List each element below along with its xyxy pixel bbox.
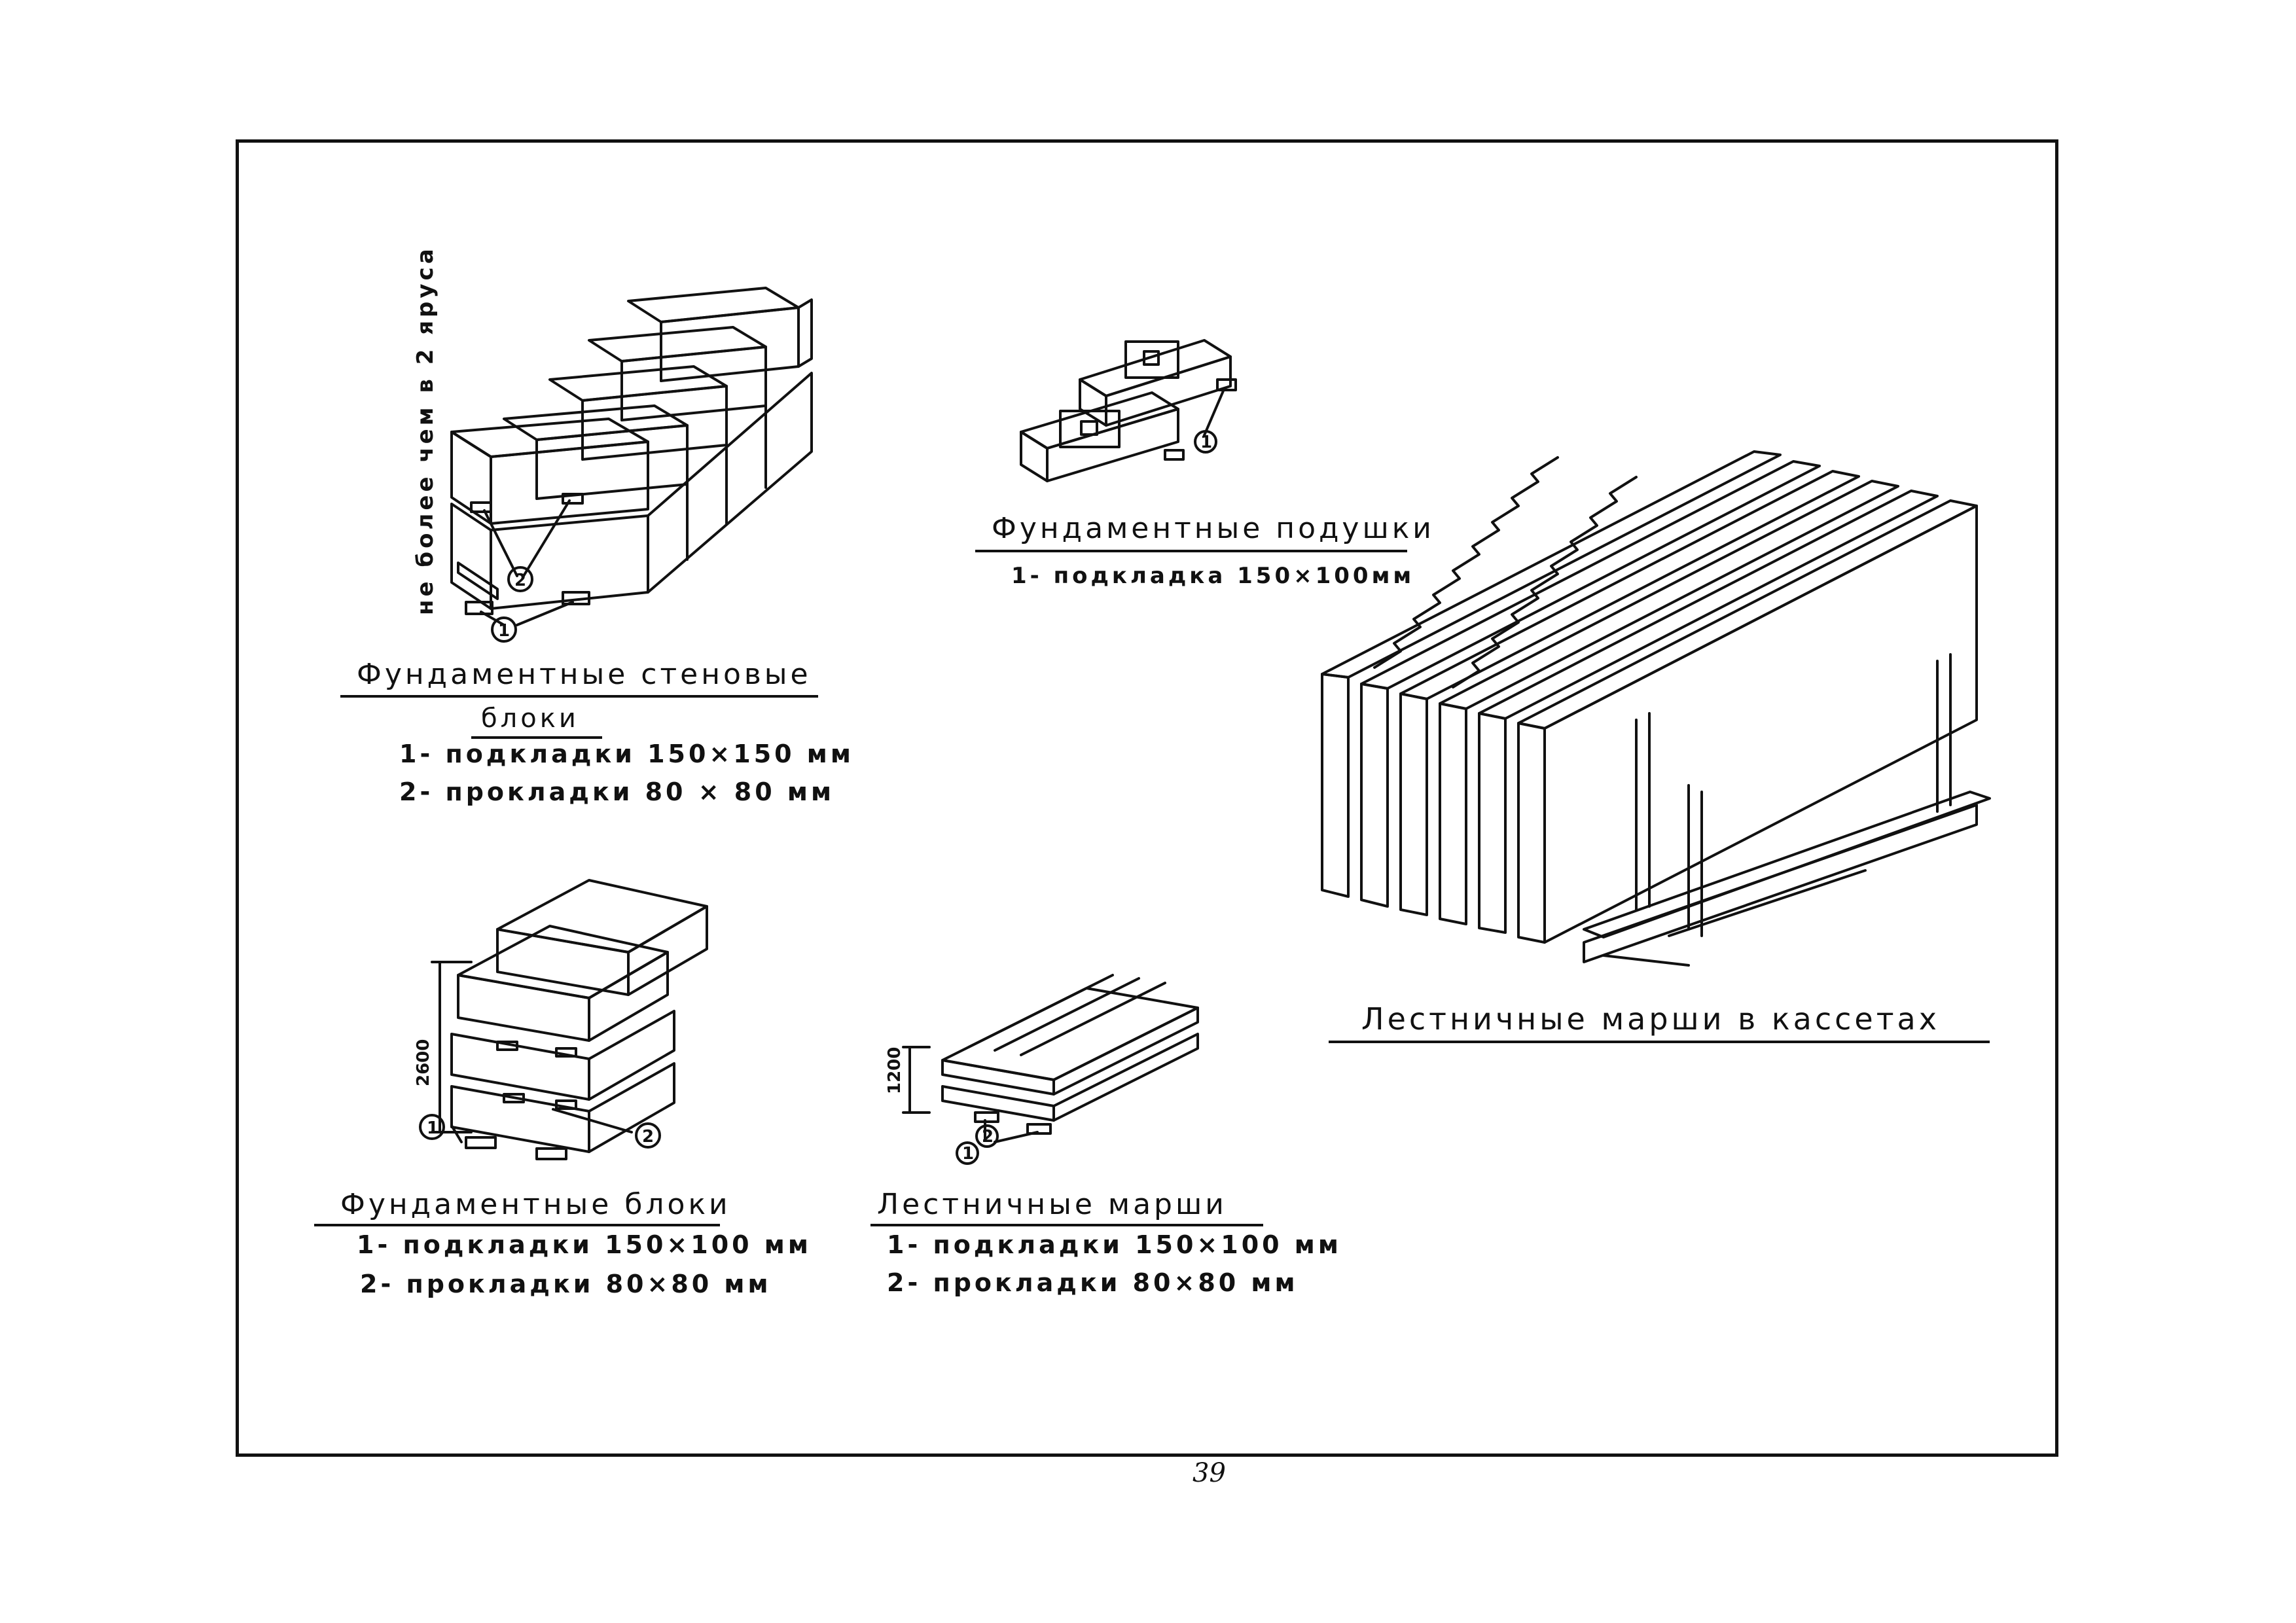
- wall-blocks-drawing: 2 1: [450, 287, 813, 643]
- foundation-blocks-item-1: 1- подкладки 150×100 мм: [357, 1230, 812, 1259]
- stair-flights-rule: [870, 1224, 1263, 1226]
- cushions-item-1: 1- подкладка 150×100мм: [1011, 563, 1415, 589]
- foundation-blocks-rule: [314, 1224, 720, 1226]
- sf-marker-1: 1: [962, 1144, 974, 1164]
- wall-blocks-rule: [340, 695, 818, 698]
- cushion-marker-1: 1: [1200, 433, 1212, 452]
- stair-flights-item-2: 2- прокладки 80×80 мм: [887, 1268, 1299, 1297]
- dimension-2600: 2600: [414, 1039, 433, 1086]
- cushions-drawing: 1: [1020, 339, 1237, 482]
- dimension-1200: 1200: [885, 1047, 905, 1094]
- cassettes-title: Лестничные марши в кассетах: [1361, 1001, 1940, 1037]
- stair-flights-item-1: 1- подкладки 150×100 мм: [887, 1230, 1342, 1259]
- wall-blocks-rule-2: [471, 736, 602, 739]
- foundation-blocks-title: Фундаментные блоки: [340, 1188, 731, 1221]
- wall-blocks-title-1: Фундаментные стеновые: [357, 658, 812, 691]
- stair-flights-drawing: 1200 2 1: [885, 974, 1199, 1165]
- page-number: 39: [1193, 1458, 1226, 1488]
- foundation-blocks-drawing: 2600 1 2: [414, 879, 708, 1160]
- marker-1: 1: [498, 621, 510, 641]
- wall-blocks-title-2: блоки: [481, 704, 579, 734]
- fb-marker-2: 2: [642, 1127, 654, 1147]
- foundation-blocks-item-2: 2- прокладки 80×80 мм: [360, 1270, 772, 1298]
- stair-flights-title: Лестничные марши: [877, 1188, 1227, 1221]
- fb-marker-1: 1: [427, 1118, 439, 1138]
- stack-note: не более чем в 2 яруса: [412, 245, 439, 615]
- sf-marker-2: 2: [982, 1127, 994, 1147]
- drawing-frame: [236, 139, 2058, 1457]
- cushions-title: Фундаментные подушки: [992, 512, 1435, 545]
- cassettes-drawing: [1321, 450, 1991, 967]
- marker-2: 2: [514, 571, 526, 590]
- cushions-rule: [975, 550, 1407, 552]
- cassettes-rule: [1329, 1041, 1990, 1043]
- wall-blocks-item-2: 2- прокладки 80 × 80 мм: [399, 777, 835, 806]
- wall-blocks-item-1: 1- подкладки 150×150 мм: [399, 740, 854, 768]
